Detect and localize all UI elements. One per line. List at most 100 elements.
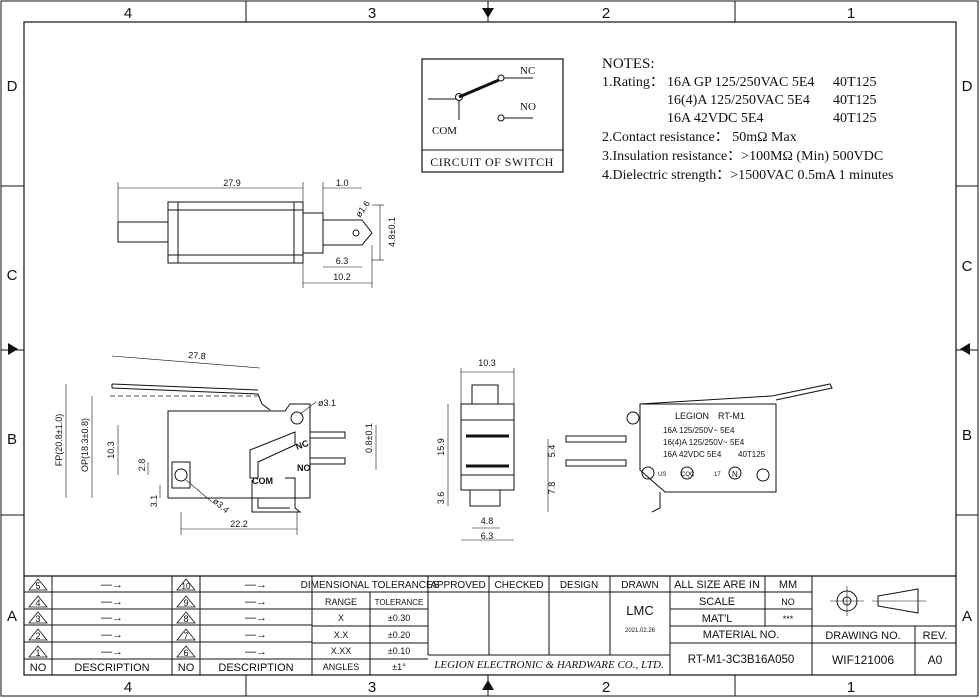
zone-top-1: 1 [847, 5, 855, 22]
dim-side-bottom: 3.6 [436, 492, 446, 505]
revision-no: 10 [182, 582, 191, 591]
revision-desc: —→ [245, 579, 267, 591]
revision-no: 1 [35, 648, 40, 658]
zone-top-3: 3 [368, 5, 376, 22]
rear-rating-2: 16(4)A 125/250V~ 5E4 [663, 438, 745, 447]
dim-top-height: 4.8±0.1 [387, 217, 397, 247]
rear-model: RT-M1 [718, 411, 745, 421]
revision-desc: —→ [245, 596, 267, 608]
dim-top-total: 10.2 [333, 272, 351, 282]
centering-arrow-right [960, 343, 970, 355]
revision-row-right-4: 7 —→ [176, 628, 267, 641]
zone-top-2: 2 [602, 5, 610, 22]
zone-left-B: B [7, 431, 17, 448]
rear-cert-enec: 17 [714, 472, 721, 478]
drawing-no-label: DRAWING NO. [825, 630, 900, 642]
notes-rating-label: 1.Rating： [602, 75, 664, 90]
revision-row-right-3: 8 —→ [176, 611, 267, 624]
scale-value: NO [781, 597, 795, 607]
revision-desc: —→ [245, 612, 267, 624]
scale-label: SCALE [699, 596, 735, 608]
revision-no-header-right: NO [178, 662, 195, 674]
notes-rating-2-spec: 16(4)A 125/250VAC 5E4 [667, 93, 810, 108]
dim-rear-a: 5.4 [547, 445, 557, 458]
zone-bottom-1: 1 [847, 679, 855, 696]
top-view [117, 182, 384, 288]
dim-top-hole: ø1.6 [353, 199, 372, 219]
revision-desc: —→ [245, 629, 267, 641]
circuit-of-switch: NC NO COM CIRCUIT OF SWITCH [421, 58, 564, 173]
notes-item-2: 2.Contact resistance： 50mΩ Max [602, 130, 797, 145]
rear-cert-cqc: CQC [681, 472, 695, 478]
revision-no: 3 [35, 614, 40, 624]
notes-rating-1-spec: 16A GP 125/250VAC 5E4 [667, 75, 814, 90]
notes-item-4: 4.Dielectric strength：>1500VAC 0.5mA 1 m… [602, 168, 894, 183]
dim-side-top: 10.3 [478, 358, 496, 368]
notes-item-3: 3.Insulation resistance：>100MΩ (Min) 500… [602, 149, 883, 164]
dim-h2: 2.8 [137, 459, 147, 472]
revision-desc: —→ [101, 629, 123, 641]
circuit-com-label: COM [432, 125, 457, 137]
rear-view [547, 383, 833, 513]
dim-rear-b: 7.8 [547, 482, 557, 495]
dim-fp: FP(20.8±1.0) [54, 414, 64, 466]
rev-value: A0 [928, 653, 943, 667]
drawn-label: DRAWN [621, 580, 658, 591]
company-name: LEGION ELECTRONIC & HARDWARE CO., LTD. [433, 659, 663, 671]
front-no-label: NO [297, 463, 311, 473]
revision-desc: —→ [101, 612, 123, 624]
front-nc-label: NC [294, 438, 310, 452]
dim-terminal-thick: 0.8±0.1 [364, 423, 374, 453]
revision-desc: —→ [245, 646, 267, 658]
tolerance-header: TOLERANCE [375, 598, 424, 607]
zone-left-A: A [7, 608, 17, 625]
circuit-caption: CIRCUIT OF SWITCH [430, 155, 554, 169]
revision-row-left-2: 4 —→ [28, 595, 123, 608]
dim-side-inner: 4.8 [481, 516, 494, 526]
drawing-no: WIF121006 [832, 653, 894, 667]
rear-cert-n: N [732, 470, 738, 479]
revision-row-left-1: 5 —→ [28, 578, 123, 591]
notes-rating-2-code: 40T125 [833, 93, 877, 108]
unit-value: MM [779, 579, 797, 591]
revision-no: 5 [35, 581, 40, 591]
circuit-nc-label: NC [520, 65, 535, 77]
projection-symbol [830, 586, 926, 616]
revision-desc: —→ [101, 646, 123, 658]
revision-desc-header-left: DESCRIPTION [74, 662, 149, 674]
drawn-date: 2021.02.26 [625, 628, 656, 634]
zone-top-4: 4 [124, 5, 132, 22]
revision-row-right-2: 9 —→ [176, 595, 267, 608]
tolerance-range-2: X.X [334, 630, 349, 640]
rear-rating-3: 16A 42VDC 5E4 [663, 450, 722, 459]
tolerance-value-3: ±0.10 [388, 646, 410, 656]
rear-cert-ul: US [658, 472, 666, 478]
notes-rating-1-code: 40T125 [833, 75, 877, 90]
revision-no-header-left: NO [30, 662, 47, 674]
centering-arrow-left [8, 343, 18, 355]
material-no: RT-M1-3C3B16A050 [688, 654, 795, 666]
notes-heading: NOTES: [602, 56, 655, 72]
tolerance-title: DIMENSIONAL TOLERANCES [301, 580, 440, 591]
zone-right-C: C [962, 258, 973, 275]
tolerance-range-4: ANGLES [323, 662, 360, 672]
zone-right-A: A [962, 608, 972, 625]
zone-right-D: D [962, 78, 973, 95]
revision-desc: —→ [101, 579, 123, 591]
rear-rating-1: 16A 125/250V~ 5E4 [663, 426, 735, 435]
dim-lever: 27.8 [188, 350, 206, 361]
dim-side-height: 15.9 [436, 438, 446, 456]
zone-bottom-2: 2 [602, 679, 610, 696]
dim-top-terminal: 6.3 [336, 256, 349, 266]
dim-hole-bottom: ø3.4 [211, 496, 231, 515]
dim-side-outer: 6.3 [481, 531, 494, 541]
dim-width: 22.2 [230, 519, 248, 529]
dim-h3: 3.1 [149, 495, 159, 508]
zone-bottom-3: 3 [368, 679, 376, 696]
design-label: DESIGN [560, 580, 598, 591]
revision-row-right-1: 10 —→ [176, 578, 267, 591]
revision-desc-header-right: DESCRIPTION [218, 662, 293, 674]
centering-arrow-bottom [482, 680, 494, 690]
